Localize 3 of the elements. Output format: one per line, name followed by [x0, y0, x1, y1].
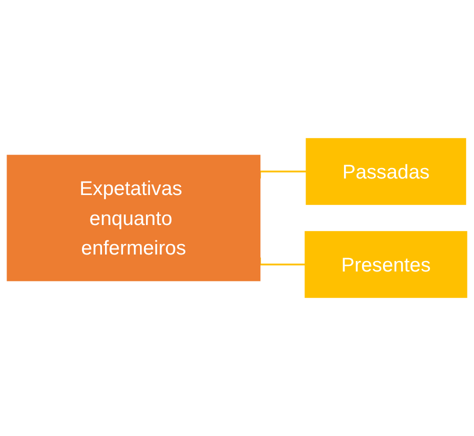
node-box: Passadas: [306, 138, 466, 205]
node-box: Expetativas enquanto enfermeiros: [6, 154, 260, 282]
node-box: Presentes: [304, 231, 468, 298]
